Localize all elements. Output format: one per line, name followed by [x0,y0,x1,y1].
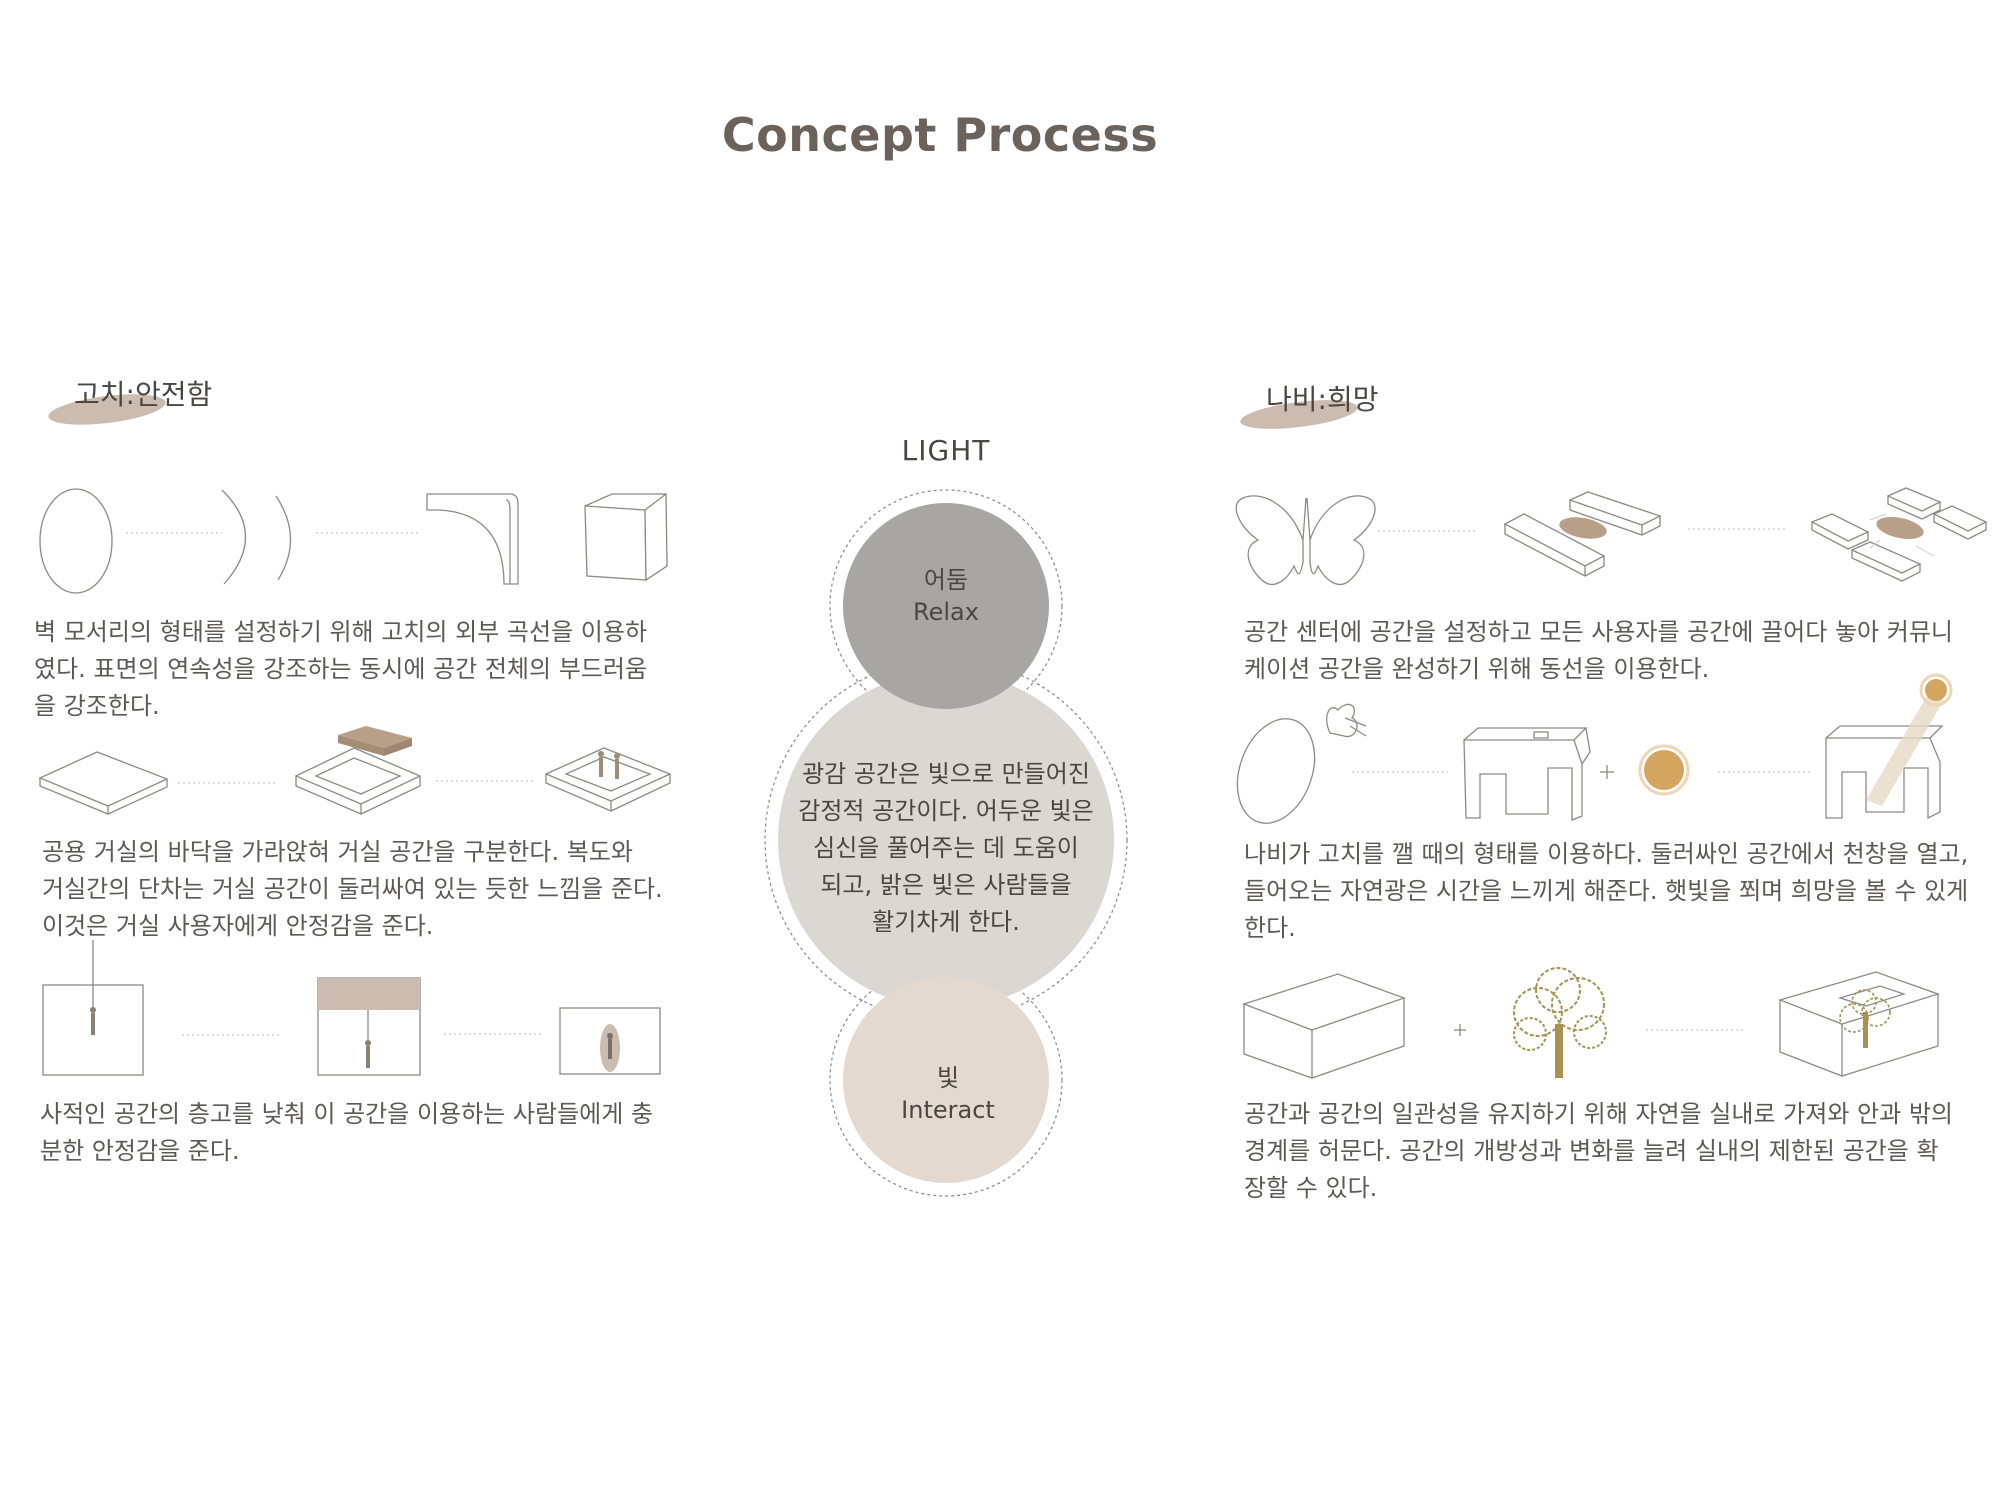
text-line: 장할 수 있다. [1244,1174,1378,1202]
text-line: 활기차게 한다. [872,908,1020,936]
top-circle [843,503,1049,709]
sun-circle [1644,750,1684,790]
curved-wall-inner [505,499,511,584]
curved-wall-sketch [426,493,519,585]
cocoon-arc-sketch [221,489,247,585]
butterfly-right-wing [1309,495,1376,585]
text-line: 이것은 거실 사용자에게 안정감을 준다. [42,912,434,940]
right-row2-sketches [1236,673,1953,824]
circle-label-english: Interact [901,1096,995,1124]
private-room-sketch [559,1007,661,1075]
cocoon-sketch [1236,718,1316,824]
bottom-circle-text: 빛 Interact [848,1062,1048,1126]
text-line: 되고, 밝은 빛은 사람들을 [820,871,1072,899]
center-space-ellipse [1876,517,1924,539]
text-line: 사적인 공간의 층고를 낮춰 이 공간을 이용하는 사람들에게 충 [40,1100,654,1128]
courtyard-tree [1839,989,1891,1048]
butterfly-left-wing [1235,495,1304,585]
text-line: 경계를 허문다. 공간의 개방성과 변화를 늘려 실내의 제한된 공간을 확 [1244,1137,1939,1165]
light-circle-diagram [764,489,1128,1197]
light-label: LIGHT [901,434,991,467]
text-line: 한다. [1244,914,1296,942]
person-figures [598,751,620,779]
text-line: 광감 공간은 빛으로 만들어진 [802,760,1090,788]
wall-corner-sketch [584,505,647,581]
block-sketch [1810,513,1870,542]
butterfly-small-sketch [1326,703,1358,738]
left-row3-sketches [42,940,661,1076]
floor-slab-sketch [38,751,169,807]
text-line: 을 강조한다. [34,692,160,720]
wall-corner-side [644,492,668,582]
skylight-room-sketch [1463,739,1583,821]
circle-label-english: Relax [913,598,979,626]
right-row3-sketches [1242,967,1941,1079]
text-line: 공용 거실의 바닥을 가라앉혀 거실 공간을 구분한다. 복도와 [42,838,633,866]
page-title: Concept Process [721,108,1159,162]
top-circle-text: 어둠 Relax [846,564,1046,628]
right-paragraph-2: 나비가 고치를 깰 때의 형태를 이용하다. 둘러싸인 공간에서 천창을 열고,… [1244,836,1994,947]
text-line: 공간과 공간의 일관성을 유지하기 위해 자연을 실내로 가져와 안과 밖의 [1244,1100,1953,1128]
left-row1-sketches [39,488,668,594]
block-sketch [1850,541,1922,574]
text-line: 분한 안정감을 준다. [40,1137,240,1165]
bottom-circle [843,977,1049,1183]
courtyard-box-sketch [1777,971,1941,1025]
block-sketch [1932,505,1988,532]
text-line: 감정적 공간이다. 어두운 빛은 [798,797,1094,825]
tree-sketch [1513,967,1607,1078]
light-beam [1866,694,1944,806]
text-line: 나비가 고치를 깰 때의 형태를 이용하다. 둘러싸인 공간에서 천창을 열고, [1244,840,1969,868]
text-line: 공간 센터에 공간을 설정하고 모든 사용자를 공간에 끌어다 놓아 커뮤니 [1244,618,1953,646]
right-heading: 나비:희망 [1266,383,1379,416]
middle-circle [778,672,1114,1008]
circle-label-korean: 어둠 [923,566,969,594]
text-line: 케이션 공간을 완성하기 위해 동선을 이용한다. [1244,655,1710,683]
cocoon-ellipse-sketch [39,488,113,594]
text-line: 들어오는 자연광은 시간을 느끼게 해준다. 햇빛을 쬐며 희망을 볼 수 있게 [1244,877,1969,905]
text-line: 벽 모서리의 형태를 설정하기 위해 고치의 외부 곡선을 이용하 [34,618,648,646]
wall-corner-top [584,493,666,507]
left-heading: 고치:안전함 [74,378,213,411]
left-row2-sketches [38,726,672,815]
middle-circle-text: 광감 공간은 빛으로 만들어진 감정적 공간이다. 어두운 빛은 심신을 풀어주… [776,756,1116,941]
circle-label-korean: 빛 [936,1064,960,1092]
cocoon-arc-sketch [275,495,292,581]
center-space-ellipse [1559,517,1607,539]
text-line: 거실간의 단차는 거실 공간이 둘러싸여 있는 듯한 느낌을 준다. [42,875,663,903]
text-line: 심신을 풀어주는 데 도움이 [813,834,1079,862]
text-line: 였다. 표면의 연속성을 강조하는 동시에 공간 전체의 부드러움 [34,655,648,683]
skylight-opening [1533,731,1549,739]
lowered-ceiling-band [318,978,420,1010]
sun-small [1925,679,1947,701]
box-top-sketch [1242,973,1406,1031]
raised-block [338,726,412,748]
right-row1-sketches [1235,487,1988,585]
person-figure [90,1007,96,1035]
sunken-room-sketch [544,747,672,802]
